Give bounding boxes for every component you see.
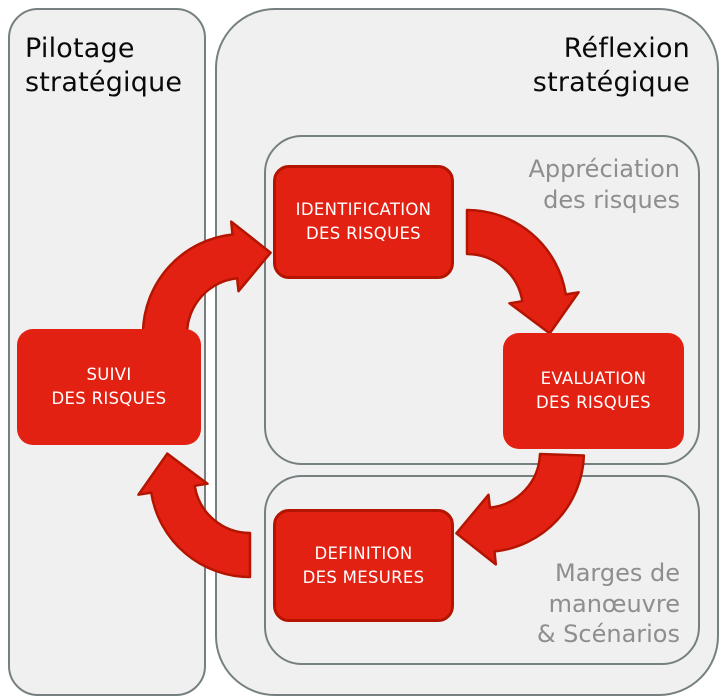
zone-marges-label: Marges de manœuvre & Scénarios bbox=[536, 558, 680, 649]
panel-reflexion-title: Réflexion stratégique bbox=[532, 33, 690, 99]
zone-marges-scenarios: Marges de manœuvre & Scénarios bbox=[264, 475, 700, 665]
node-identification-des-risques: IDENTIFICATION DES RISQUES bbox=[273, 165, 454, 279]
node-definition-des-mesures: DEFINITION DES MESURES bbox=[273, 509, 454, 622]
panel-pilotage-title: Pilotage stratégique bbox=[25, 33, 183, 99]
zone-appreciation-label: Appréciation des risques bbox=[528, 155, 680, 214]
node-evaluation-des-risques: EVALUATION DES RISQUES bbox=[503, 333, 684, 449]
node-suivi-des-risques: SUIVI DES RISQUES bbox=[17, 329, 201, 445]
